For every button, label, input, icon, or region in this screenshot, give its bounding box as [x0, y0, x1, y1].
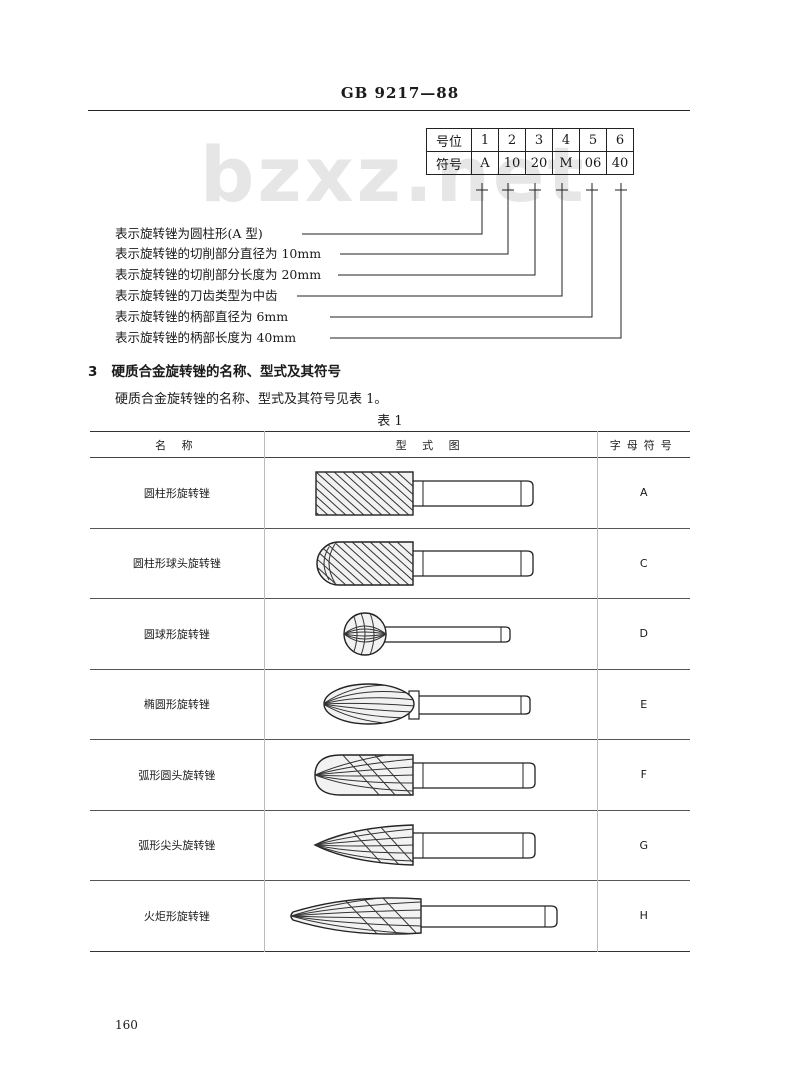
section-number: 3	[88, 364, 98, 380]
tool-name: 火炬形旋转锉	[143, 909, 210, 923]
code-row-symbol: 符号 A 10 20 M 06 40	[426, 151, 634, 175]
header-figure: 型 式 图	[263, 431, 598, 458]
code-description: 表示旋转锉的切削部分长度为 20mm	[115, 267, 322, 282]
code-cell: 3	[525, 128, 553, 152]
code-cell: M	[552, 151, 580, 175]
code-description: 表示旋转锉的切削部分直径为 10mm	[115, 246, 322, 261]
leader-line	[302, 183, 483, 235]
tool-name: 圆球形旋转锉	[143, 627, 210, 641]
table-row: 火炬形旋转锉 H	[90, 880, 690, 951]
section-intro: 硬质合金旋转锉的名称、型式及其符号见表 1。	[115, 392, 388, 407]
ball-nose-burr-figure	[315, 541, 534, 586]
table-row: 弧形圆头旋转锉 F	[90, 739, 690, 810]
tool-symbol: G	[596, 810, 690, 881]
tool-symbol: C	[596, 528, 690, 599]
arc-point-burr-figure	[313, 824, 536, 866]
tool-name: 椭圆形旋转锉	[143, 698, 210, 712]
table-row: 圆柱形旋转锉 A	[90, 457, 690, 528]
code-designation-table: 号位 1 2 3 4 5 6 符号 A 10 20 M 06 40	[426, 128, 634, 175]
header-name: 名 称	[155, 438, 199, 452]
code-row-position: 号位 1 2 3 4 5 6	[426, 128, 634, 152]
code-row-label: 符号	[426, 151, 472, 175]
ball-burr-figure	[342, 612, 511, 656]
arc-round-burr-figure	[313, 754, 536, 796]
flame-burr-figure	[289, 896, 558, 935]
table-caption: 表 1	[377, 414, 403, 429]
tool-symbol: E	[596, 669, 690, 740]
cylinder-burr-figure	[314, 471, 534, 516]
header-symbol: 字母符号	[596, 431, 690, 458]
code-description: 表示旋转锉的刀齿类型为中齿	[115, 288, 278, 303]
leader-line	[330, 183, 622, 339]
section-heading: 3 硬质合金旋转锉的名称、型式及其符号	[88, 360, 341, 380]
tool-symbol: H	[596, 880, 690, 951]
leader-line	[297, 183, 563, 297]
table-header-row: 名 称 型 式 图 字母符号	[90, 431, 690, 458]
tool-types-table: 名 称 型 式 图 字母符号 圆柱形旋转锉	[90, 431, 690, 952]
page-number: 160	[115, 1018, 138, 1032]
leader-line	[340, 183, 509, 255]
code-cell: 10	[498, 151, 526, 175]
code-description: 表示旋转锉为圆柱形(A 型)	[115, 226, 263, 241]
tool-symbol: D	[596, 598, 690, 669]
header-rule	[88, 110, 690, 111]
tool-name: 弧形尖头旋转锉	[138, 839, 216, 853]
code-cell: 40	[606, 151, 634, 175]
tool-symbol: F	[596, 739, 690, 810]
table-row: 圆球形旋转锉 D	[90, 598, 690, 669]
code-cell: 4	[552, 128, 580, 152]
code-leader-lines	[297, 183, 627, 339]
table-row: 圆柱形球头旋转锉	[90, 528, 690, 599]
table-row: 弧形尖头旋转锉 G	[90, 810, 690, 881]
tool-name: 弧形圆头旋转锉	[138, 768, 216, 782]
code-cell: 1	[471, 128, 499, 152]
code-description: 表示旋转锉的柄部直径为 6mm	[115, 309, 289, 324]
table-row: 椭圆形旋转锉 E	[90, 669, 690, 740]
oval-burr-figure	[322, 683, 531, 725]
tool-name: 圆柱形球头旋转锉	[132, 557, 221, 571]
standard-number-header: GB 9217—88	[340, 84, 460, 102]
tool-name: 圆柱形旋转锉	[143, 486, 210, 500]
tool-symbol: A	[596, 457, 690, 528]
code-cell: A	[471, 151, 499, 175]
leader-line	[338, 183, 536, 276]
leader-line	[330, 183, 593, 318]
code-cell: 6	[606, 128, 634, 152]
section-title: 硬质合金旋转锉的名称、型式及其符号	[111, 364, 342, 380]
code-description: 表示旋转锉的柄部长度为 40mm	[115, 330, 297, 345]
